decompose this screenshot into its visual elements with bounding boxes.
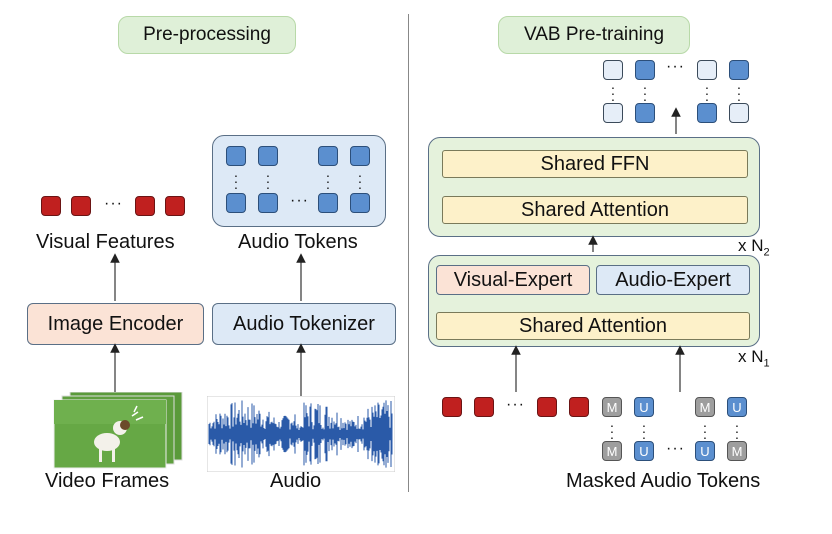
red-token (41, 196, 61, 216)
red-token (569, 397, 589, 417)
ellipsis: ··· (506, 396, 525, 413)
red-token (537, 397, 557, 417)
unmasked-token: U (634, 397, 654, 417)
vertical-ellipsis: ··· (642, 79, 648, 107)
masked-token: M (695, 397, 715, 417)
n1-prefix: x N (738, 347, 764, 366)
shared-ffn-box: Shared FFN (442, 150, 748, 178)
blue-token (318, 193, 338, 213)
blue-token (635, 60, 655, 80)
right-arrows (511, 107, 685, 392)
blue-token (635, 103, 655, 123)
shared-attention-top-box: Shared Attention (442, 196, 748, 224)
vertical-ellipsis: ··· (702, 417, 708, 445)
pale-token (603, 60, 623, 80)
audio-expert-box: Audio-Expert (596, 265, 750, 295)
vertical-ellipsis: ··· (325, 167, 331, 195)
video-frames-label: Video Frames (45, 470, 170, 492)
visual-features-label: Visual Features (36, 231, 175, 253)
vertical-ellipsis: ··· (736, 79, 742, 107)
vertical-ellipsis: ··· (641, 417, 647, 445)
n1-repeat-label: x N1 (738, 347, 770, 369)
red-token (442, 397, 462, 417)
audio-label: Audio (270, 470, 322, 492)
video-frames-image (53, 392, 183, 469)
ellipsis: ··· (104, 195, 123, 212)
unmasked-token: U (695, 441, 715, 461)
vertical-ellipsis: ··· (704, 79, 710, 107)
unmasked-token: U (634, 441, 654, 461)
blue-token (258, 146, 278, 166)
left-arrows (110, 253, 306, 396)
n1-subscript: 1 (763, 357, 770, 370)
pale-token (729, 103, 749, 123)
blue-token (258, 193, 278, 213)
blue-token (350, 193, 370, 213)
audio-waveform (207, 396, 395, 472)
blue-token (226, 146, 246, 166)
masked-audio-tokens-label: Masked Audio Tokens (566, 470, 761, 492)
red-token (165, 196, 185, 216)
preprocessing-title: Pre-processing (118, 16, 296, 54)
audio-tokens-label: Audio Tokens (238, 231, 358, 253)
red-token (474, 397, 494, 417)
visual-expert-box: Visual-Expert (436, 265, 590, 295)
pale-token (697, 60, 717, 80)
ellipsis: ··· (666, 58, 685, 75)
vertical-ellipsis: ··· (734, 417, 740, 445)
shared-attention-bottom-box: Shared Attention (436, 312, 750, 340)
pale-token (603, 103, 623, 123)
blue-token (350, 146, 370, 166)
vertical-ellipsis: ··· (357, 167, 363, 195)
masked-token: M (602, 441, 622, 461)
section-divider (408, 14, 409, 492)
vertical-ellipsis: ··· (265, 167, 271, 195)
vertical-ellipsis: ··· (233, 167, 239, 195)
red-token (135, 196, 155, 216)
red-token (71, 196, 91, 216)
n2-prefix: x N (738, 236, 764, 255)
unmasked-token: U (727, 397, 747, 417)
masked-token: M (727, 441, 747, 461)
n2-repeat-label: x N2 (738, 236, 770, 258)
blue-token (226, 193, 246, 213)
vertical-ellipsis: ··· (609, 417, 615, 445)
n2-subscript: 2 (763, 246, 770, 259)
masked-token: M (602, 397, 622, 417)
ellipsis: ··· (666, 440, 685, 457)
ellipsis: ··· (290, 192, 309, 209)
vertical-ellipsis: ··· (610, 79, 616, 107)
audio-tokenizer-box: Audio Tokenizer (212, 303, 396, 345)
blue-token (697, 103, 717, 123)
blue-token (318, 146, 338, 166)
blue-token (729, 60, 749, 80)
vab-pretraining-title: VAB Pre-training (498, 16, 690, 54)
